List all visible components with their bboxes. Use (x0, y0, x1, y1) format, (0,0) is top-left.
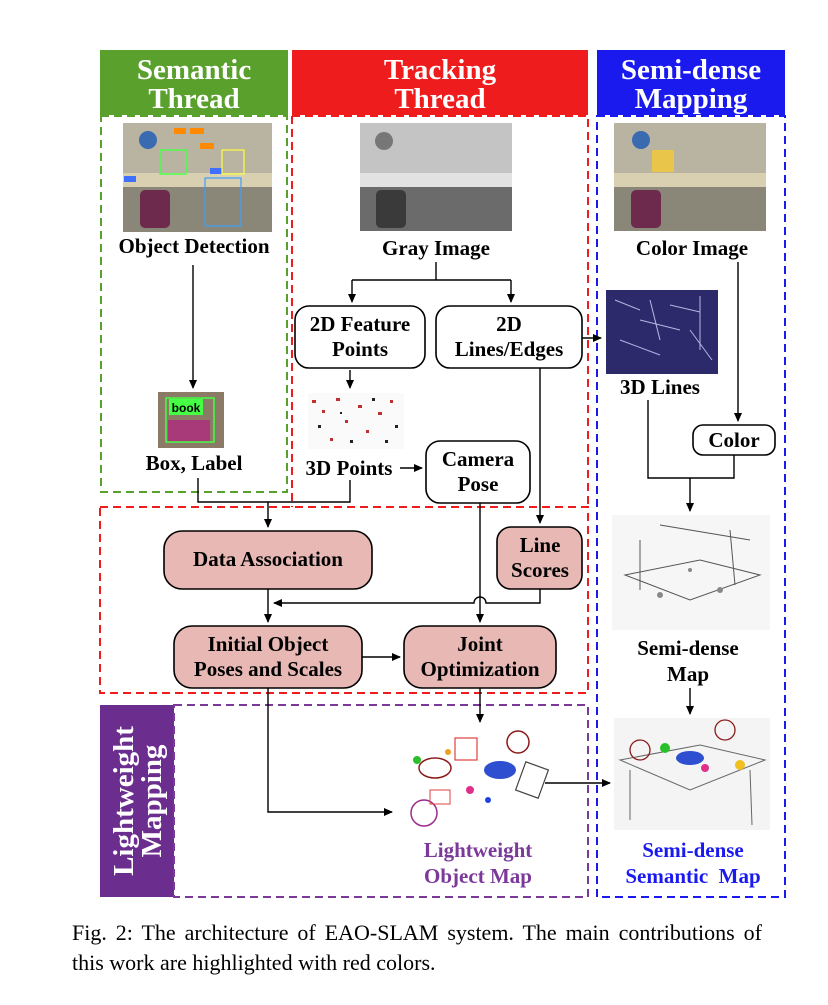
line-scores-node: Line Scores (496, 526, 583, 590)
semantic-header-line2: Thread (148, 83, 239, 115)
3d-lines-label: 3D Lines (620, 375, 700, 399)
box-label-label: Box, Label (146, 451, 243, 475)
semantic-detection-image (123, 123, 272, 232)
color-image (614, 123, 766, 231)
line-scores-line2: Scores (511, 558, 569, 582)
lightweight-header-line1: Lightweight (108, 726, 140, 876)
tracking-header-line2: Thread (394, 83, 485, 115)
semantic-thread-header: Semantic Thread (100, 50, 288, 115)
mapping-header-line2: Mapping (635, 83, 748, 115)
line-scores-line1: Line (520, 533, 561, 557)
camera-pose-line1: Camera (442, 447, 515, 471)
semantic-header-line1: Semantic (137, 54, 252, 86)
arrow-3d-points-to-data-association (264, 480, 351, 528)
semi-dense-map-image (612, 515, 770, 630)
tracking-thread-header: Tracking Thread (292, 50, 588, 115)
feature-points-line1: 2D Feature (310, 312, 411, 336)
feature-points-line2: Points (332, 337, 388, 361)
object-detection-label: Object Detection (118, 234, 269, 258)
connectors (189, 262, 742, 816)
lightweight-object-map-label-line2: Object Map (424, 864, 532, 888)
camera-pose-node: Camera Pose (425, 440, 531, 504)
color-node: Color (692, 424, 776, 456)
camera-pose-line2: Pose (458, 472, 499, 496)
lightweight-object-map-label-line1: Lightweight (424, 838, 533, 862)
tracking-header-line1: Tracking (384, 54, 497, 86)
initial-object-line1: Initial Object (208, 632, 329, 656)
joint-optimization-line1: Joint (457, 632, 503, 656)
feature-points-node: 2D Feature Points (294, 305, 426, 369)
semantic-thread-region (100, 115, 288, 493)
lines-edges-line2: Lines/Edges (455, 337, 564, 361)
lightweight-region (173, 704, 589, 898)
initial-object-line2: Poses and Scales (194, 657, 342, 681)
lines-edges-node: 2D Lines/Edges (435, 305, 583, 369)
data-association-node: Data Association (163, 530, 373, 590)
book-detection-image: book (158, 392, 224, 448)
joint-optimization-line2: Optimization (421, 657, 540, 681)
color-node-label: Color (708, 428, 759, 452)
color-image-label: Color Image (636, 236, 748, 260)
data-association-label: Data Association (193, 547, 343, 571)
lightweight-mapping-header: Lightweight Mapping (100, 705, 174, 897)
tracking-thread-region-lower (99, 506, 589, 694)
3d-lines-image (606, 290, 718, 374)
mapping-header-line1: Semi-dense (621, 54, 761, 86)
semantic-map-label-line1: Semi-dense (642, 838, 744, 862)
joint-optimization-node: Joint Optimization (403, 625, 557, 689)
3d-points-label: 3D Points (306, 456, 393, 480)
lightweight-header-line2: Mapping (136, 744, 168, 857)
semi-dense-map-label-line1: Semi-dense (637, 636, 739, 660)
book-tag-label: book (172, 401, 201, 415)
line-3d-lines-to-map (647, 400, 690, 479)
line-box-to-data-association (197, 478, 268, 503)
semantic-map-label-line2: Semantic Map (625, 864, 760, 888)
3d-points-image (308, 393, 404, 449)
arrow-initial-to-object-map (267, 688, 393, 816)
mapping-region (596, 115, 786, 898)
semi-dense-semantic-map-image (614, 718, 770, 830)
initial-object-node: Initial Object Poses and Scales (173, 625, 363, 689)
tracking-thread-region-upper (291, 115, 589, 507)
lightweight-object-map-image (410, 730, 550, 827)
figure-caption: Fig. 2: The architecture of EAO-SLAM sys… (72, 920, 762, 975)
semi-dense-map-label-line2: Map (667, 662, 709, 686)
gray-image (360, 123, 512, 231)
gray-image-label: Gray Image (382, 236, 490, 260)
arrow-line-scores-to-merge (273, 589, 541, 607)
semi-dense-mapping-header: Semi-dense Mapping (597, 50, 785, 115)
line-color-to-map (690, 455, 735, 479)
lines-edges-line1: 2D (496, 312, 522, 336)
